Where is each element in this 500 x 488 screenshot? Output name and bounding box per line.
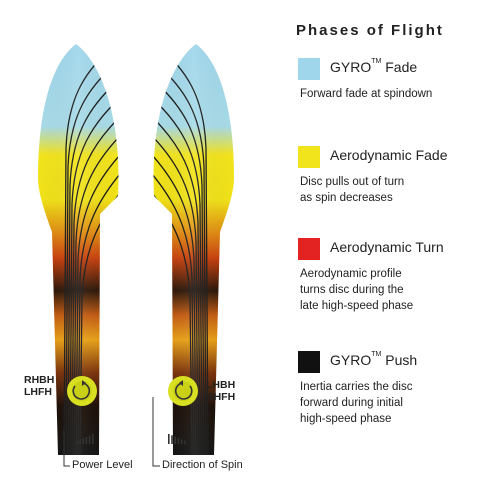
- power-level-callout: [63, 431, 70, 467]
- spin-direction-icon: [168, 434, 186, 444]
- clockwise-arrow-icon: [72, 382, 91, 400]
- power-level-label: Power Level: [72, 459, 133, 471]
- right-throw-line-1: LHBH: [206, 379, 236, 391]
- legend-item-name: Aerodynamic Fade: [330, 147, 448, 163]
- spin-direction-label: Direction of Spin: [162, 459, 243, 471]
- legend-item-desc: Forward fade at spindown: [300, 88, 433, 100]
- spin-bar: [174, 436, 176, 444]
- legend-item-desc: Aerodynamic profile turns disc during th…: [300, 268, 414, 312]
- left-throw-line-1: RHBH: [24, 374, 55, 386]
- legend-title: Phases of Flight: [296, 22, 444, 39]
- power-bar: [76, 441, 78, 444]
- power-bar: [85, 436, 88, 444]
- power-bar: [88, 435, 91, 444]
- power-level-icon: [76, 434, 94, 444]
- power-bar: [92, 434, 94, 444]
- aerodynamic-fade-swatch: [298, 146, 320, 168]
- legend-item-name: GYROTM Fade: [330, 58, 418, 75]
- spin-bar: [171, 435, 173, 444]
- spin-bar: [177, 437, 180, 444]
- legend-item-name: Aerodynamic Turn: [330, 239, 444, 255]
- right-spin-knob: [168, 376, 198, 406]
- left-throw-label: RHBH LHFH: [24, 374, 54, 398]
- power-bar: [79, 439, 81, 444]
- left-spin-knob: [67, 376, 97, 406]
- left-throw-line-2: LHFH: [24, 386, 52, 398]
- gyro-push-swatch: [298, 351, 320, 373]
- left-flight-path: [38, 44, 119, 455]
- gyro-fade-swatch: [298, 58, 320, 80]
- spin-bar: [168, 434, 170, 444]
- right-throw-line-2: RHFH: [206, 391, 236, 403]
- counterclockwise-arrow-icon: [174, 382, 193, 400]
- spin-direction-callout: [152, 397, 160, 467]
- legend-item-name: GYROTM Push: [330, 351, 418, 368]
- spin-bar: [180, 439, 183, 444]
- legend-item-desc: Inertia carries the disc forward during …: [300, 381, 413, 425]
- spin-bar: [184, 440, 186, 444]
- right-throw-label: LHBH RHFH: [206, 379, 235, 403]
- power-bar: [82, 438, 84, 444]
- aerodynamic-turn-swatch: [298, 238, 320, 260]
- legend-item-desc: Disc pulls out of turn as spin decreases: [300, 176, 405, 204]
